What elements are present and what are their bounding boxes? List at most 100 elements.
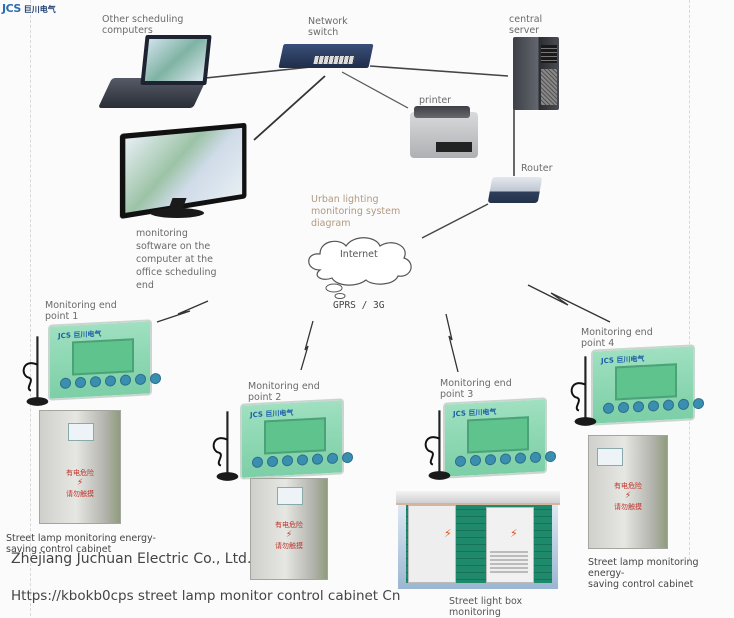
cabinet-display-panel [277,487,303,505]
label-line: Network [308,16,348,27]
label-line: point 4 [581,338,615,349]
label-line: Monitoring end [581,327,653,338]
label-line: Monitoring end [440,378,512,389]
cabinet-warning-text-2: 请勿触摸 [275,542,303,550]
label-internet: Internet [340,249,378,260]
lightning-bolt-icon: ⚡ [285,530,293,540]
router-icon [487,177,543,203]
lightning-bolt-icon: ⚡ [76,478,84,488]
label-network-switch: Network switch [308,16,348,38]
box-vent [490,551,528,573]
label-line: monitoring [449,607,501,618]
monitoring-terminal-3: JCS 巨川电气 [443,397,556,479]
label-line: computer at the [136,254,213,265]
label-line: point 1 [45,311,79,322]
box-roof [396,491,560,505]
control-cabinet-1: 有电危险 ⚡ 请勿触摸 [39,410,121,524]
label-endpoint-4: Monitoring end point 4 [581,327,653,349]
terminal-lcd-screen [72,338,134,376]
lightning-bolt-icon: ⚡ [510,527,518,540]
cabinet-warning-text-1: 有电危险 [614,482,642,490]
guide-line-right [689,0,690,560]
guide-line-left [30,0,31,616]
server-icon [513,37,559,110]
logo-brand: JCS [2,2,21,15]
wireless-link-2 [300,320,314,371]
cabinet-display-panel [597,448,623,466]
label-line: end [136,280,154,291]
control-cabinet-3: 有电危险 ⚡ 请勿触摸 [588,435,668,549]
terminal-lcd-screen [264,417,326,455]
terminal-lcd-screen [467,416,529,454]
link-switch-server [369,65,509,77]
label-other-computers: Other scheduling computers [102,14,183,36]
label-router: Router [521,163,553,174]
label-endpoint-3: Monitoring end point 3 [440,378,512,400]
link-switch-printer [341,71,409,109]
label-line: Street light box [449,596,523,607]
label-printer: printer [419,95,452,106]
logo-brand-cn: 巨川电气 [23,5,56,14]
wireless-link-4 [527,284,611,323]
diagram-title: Urban lighting monitoring system diagram [311,194,401,229]
laptop-icon [140,35,212,85]
lightning-bolt-icon: ⚡ [624,491,632,501]
antenna-icon-1 [22,336,49,406]
antenna-icon-2 [212,411,239,481]
switch-ports [313,56,355,64]
terminal-lcd-screen [615,363,677,401]
label-line: saving control cabinet [588,579,694,590]
label-line: Street lamp monitoring energy- [6,533,156,544]
lightning-bolt-icon: ⚡ [444,527,452,540]
wireless-link-3 [445,313,459,373]
cabinet-warning-text-1: 有电危险 [275,521,303,529]
label-cabinet-right: Street lamp monitoring energy- saving co… [588,557,734,590]
label-street-light-box: Street light box monitoring [449,596,522,618]
server-drive-bay [541,45,557,63]
label-line: saving control cabinet [6,544,112,555]
label-endpoint-2: Monitoring end point 2 [248,381,320,403]
monitoring-terminal-1: JCS 巨川电气 [48,319,161,401]
watermark-url: Https://kbokb0cps street lamp monitor co… [11,588,401,604]
label-line: software on the [136,241,211,252]
box-door-left [408,505,456,583]
label-line: switch [308,27,339,38]
label-line: central [509,14,543,25]
cabinet-warning-text-2: 请勿触摸 [66,490,94,498]
label-line: computers [102,25,153,36]
label-line: Monitoring end [248,381,320,392]
cloud-icon [308,237,412,299]
control-cabinet-2: 有电危险 ⚡ 请勿触摸 [250,478,328,580]
cabinet-display-panel [68,423,94,441]
label-endpoint-1: Monitoring end point 1 [45,300,117,322]
label-monitoring-software: monitoring software on the computer at t… [136,227,217,292]
antenna-icon-3 [424,410,451,480]
link-switch-monitor [253,75,326,141]
label-cabinet-left: Street lamp monitoring energy- saving co… [6,533,156,555]
link-router-internet [421,203,489,239]
street-light-box-station: ⚡ ⚡ [396,491,560,589]
server-grille [541,69,557,105]
printer-scanner-lid [414,106,470,118]
monitoring-terminal-2: JCS 巨川电气 [240,398,353,480]
antenna-icon-4 [570,356,597,426]
label-line: monitoring [136,228,188,239]
company-name: Zhejiang Juchuan Electric Co., Ltd. [11,551,252,567]
network-switch-icon [278,44,374,68]
label-line: point 3 [440,389,474,400]
monitoring-terminal-4: JCS 巨川电气 [591,344,704,426]
label-central-server: central server [509,14,542,36]
label-gprs-3g: GPRS / 3G [333,300,385,311]
cabinet-warning-text-1: 有电危险 [66,469,94,477]
label-line: server [509,25,540,36]
cabinet-warning-text-2: 请勿触摸 [614,503,642,511]
wireless-link-1 [156,300,209,323]
label-line: Other scheduling [102,14,184,25]
monitor-stand [150,208,204,218]
label-line: office scheduling [136,267,217,278]
printer-icon [410,106,478,158]
label-line: point 2 [248,392,282,403]
label-line: Street lamp monitoring energy- [588,557,699,579]
